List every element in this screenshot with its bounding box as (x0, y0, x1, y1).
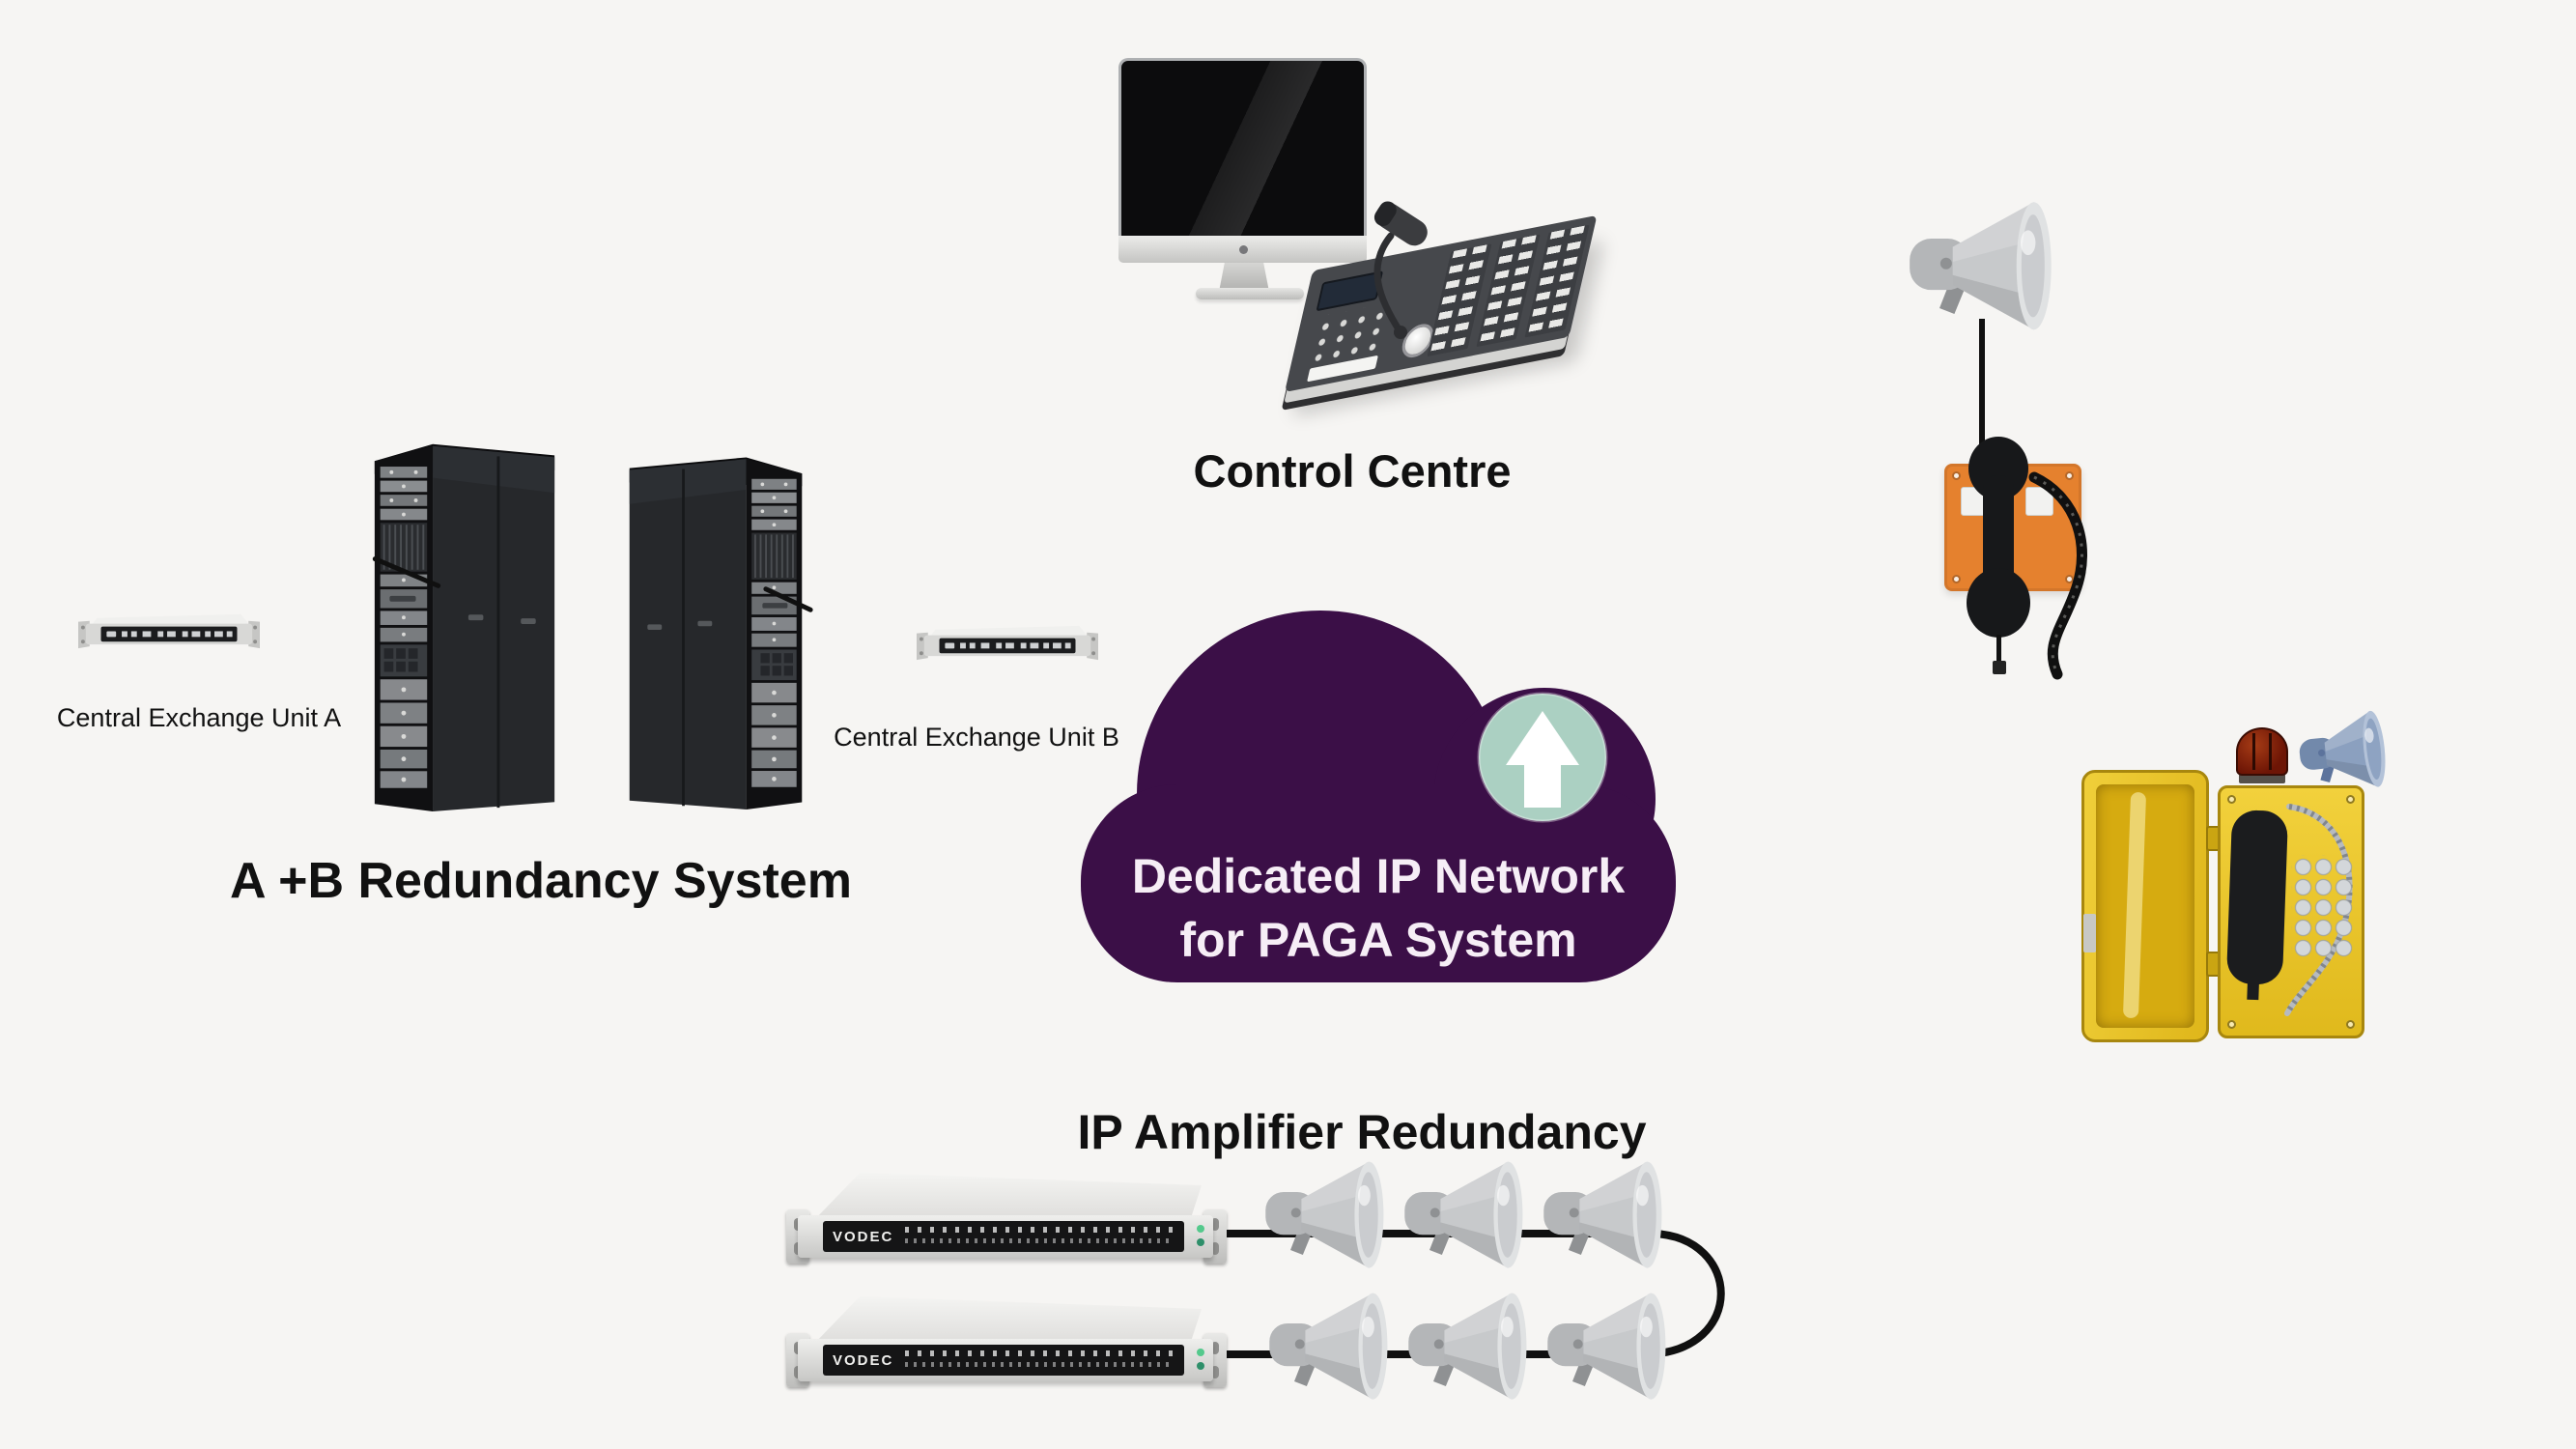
amplifier-front-panel: VODEC (823, 1221, 1184, 1252)
amplifier-top-surface (813, 1173, 1202, 1221)
panel-screw (2065, 575, 2074, 583)
amplifier-front-face: VODEC (798, 1339, 1213, 1381)
ip-amplifier-a-icon: VODEC (786, 1171, 1227, 1267)
imac-chin (1118, 236, 1367, 263)
amplifier-status-led (1197, 1349, 1204, 1356)
field-horn-speaker-icon (1905, 197, 2079, 338)
telephone-keypad (2291, 855, 2353, 957)
amplifier-front-face: VODEC (798, 1215, 1213, 1258)
cloud-caption-line1: Dedicated IP Network (1131, 849, 1626, 903)
central-exchange-unit-b-icon (913, 618, 1102, 664)
imac-monitor-icon (1118, 58, 1367, 263)
loop-speaker-icon (1265, 1289, 1410, 1406)
body-screw (2227, 795, 2236, 804)
body-screw (2227, 1020, 2236, 1029)
amplifier-panel-markings (905, 1227, 1175, 1246)
ip-amplifier-b-icon: VODEC (786, 1294, 1227, 1391)
imac-stand-base (1196, 288, 1304, 299)
loop-speaker-icon (1404, 1289, 1549, 1406)
handset-cord-plug (1993, 661, 2006, 674)
amplifier-panel-markings (905, 1350, 1175, 1370)
control-centre-label: Control Centre (1193, 445, 1512, 497)
cloud-caption: Dedicated IP Network for PAGA System (1079, 844, 1678, 972)
gooseneck-microphone-icon (1373, 201, 1428, 339)
body-screw (2346, 1020, 2355, 1029)
telephone-door (2081, 770, 2209, 1042)
amplifier-status-led (1197, 1362, 1204, 1370)
door-sticker (2083, 914, 2096, 952)
handset-mouthpiece (1967, 568, 2030, 638)
cloud-caption-line2: for PAGA System (1179, 913, 1577, 967)
imac-screen (1118, 58, 1367, 236)
panel-screw (2065, 471, 2074, 480)
loop-speaker-icon (1540, 1157, 1684, 1275)
wall-phone-handset-icon (1967, 437, 2030, 678)
amplifier-brand-label: VODEC (833, 1228, 894, 1245)
server-rack-a-icon (370, 437, 559, 811)
central-exchange-unit-a-icon (74, 607, 264, 652)
imac-camera-dot (1238, 245, 1248, 254)
alarm-beacon-icon (2234, 727, 2290, 783)
amplifier-front-panel: VODEC (823, 1345, 1184, 1376)
amplifier-top-surface (813, 1296, 1202, 1345)
industrial-telephone-icon (2077, 710, 2410, 1053)
central-exchange-unit-b-label: Central Exchange Unit B (834, 723, 1119, 752)
panel-screw (1952, 575, 1961, 583)
coiled-cord-icon (2028, 471, 2087, 680)
beacon-dome (2236, 727, 2288, 776)
telephone-door-interior (2096, 784, 2194, 1028)
panel-screw (1952, 471, 1961, 480)
telephone-handset-icon (2225, 810, 2289, 985)
imac-stand-neck (1219, 261, 1269, 292)
amplifier-section-title: IP Amplifier Redundancy (1077, 1105, 1647, 1159)
ip-network-cloud: Dedicated IP Network for PAGA System (1079, 601, 1678, 989)
beacon-base (2239, 774, 2285, 783)
handset-cord-stub (1996, 635, 2001, 664)
cloud-shape-icon (1081, 611, 1676, 982)
redundancy-system-title: A +B Redundancy System (230, 853, 852, 909)
loop-speaker-icon (1261, 1157, 1406, 1275)
body-screw (2346, 795, 2355, 804)
speaker-drop-cable (1979, 319, 1985, 491)
amplifier-status-led (1197, 1238, 1204, 1246)
up-arrow-icon (1506, 711, 1579, 808)
server-rack-b-icon (623, 450, 808, 810)
central-exchange-unit-a-label: Central Exchange Unit A (56, 703, 342, 732)
loop-speaker-icon (1401, 1157, 1545, 1275)
loop-speaker-icon (1543, 1289, 1688, 1406)
amplifier-status-led (1197, 1225, 1204, 1233)
amplifier-brand-label: VODEC (833, 1351, 894, 1369)
